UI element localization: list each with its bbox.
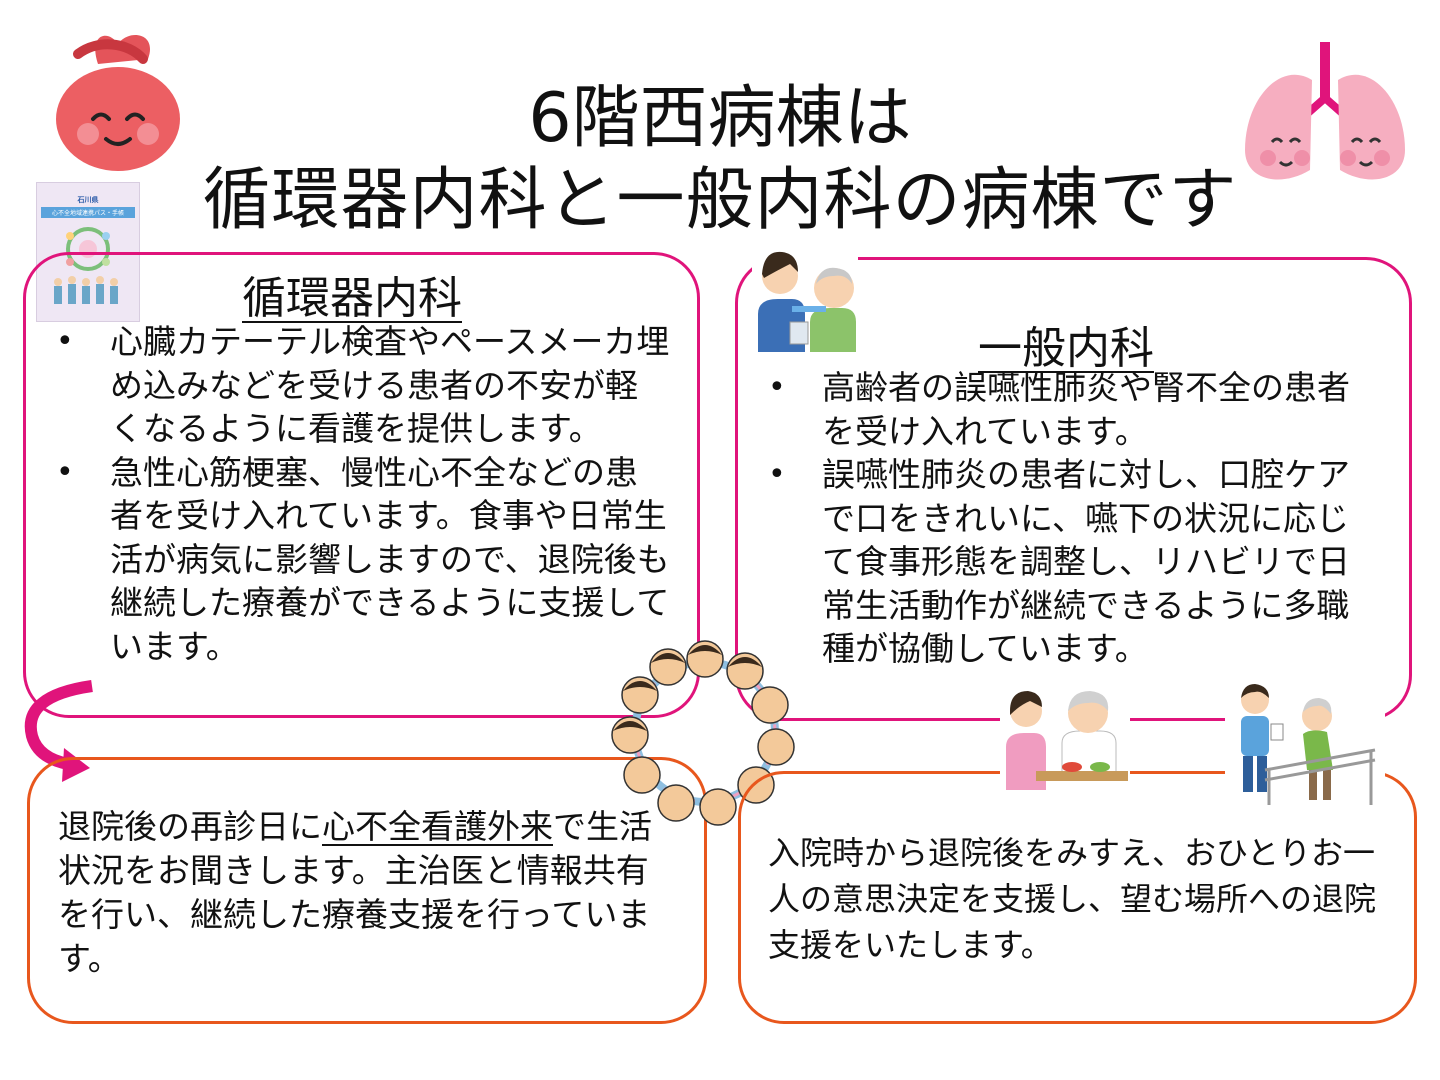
outpatient-text: 退院後の再診日に心不全看護外来で生活状況をお聞きします。主治医と情報共有を行い、… <box>58 805 670 981</box>
list-item: 誤嚥性肺炎の患者に対し、口腔ケアで口をきれいに、嚥下の状況に応じて食事形態を調整… <box>768 453 1372 671</box>
cardiology-panel <box>23 252 700 718</box>
outpatient-text-pre: 退院後の再診日に <box>58 807 322 846</box>
caregiver-feeding-icon <box>1000 685 1130 790</box>
lungs-character-icon <box>1245 42 1405 180</box>
heart-failure-clinic-name: 心不全看護外来 <box>322 807 553 846</box>
heart-character-icon <box>56 35 180 171</box>
list-item: 高齢者の誤嚥性肺炎や腎不全の患者を受け入れています。 <box>768 366 1372 453</box>
general-medicine-bullet-list: 高齢者の誤嚥性肺炎や腎不全の患者を受け入れています。 誤嚥性肺炎の患者に対し、口… <box>768 366 1372 671</box>
booklet-title: 心不全地域連携パス・手帳 <box>41 207 135 218</box>
page-title-line2: 循環器内科と一般内科の病棟です <box>202 161 1238 240</box>
booklet-prefecture: 石川県 <box>77 196 99 204</box>
outpatient-panel <box>27 757 707 1024</box>
list-item: 急性心筋梗塞、慢性心不全などの患者を受け入れています。食事や日常生活が病気に影響… <box>56 451 670 669</box>
list-item: 心臓カテーテル検査やペースメーカ埋め込みなどを受ける患者の不安が軽くなるように看… <box>56 320 670 451</box>
cardiology-heading: 循環器内科 <box>242 262 462 326</box>
page-title-line1: 6階西病棟は <box>528 79 912 158</box>
cardiology-bullet-list: 心臓カテーテル検査やペースメーカ埋め込みなどを受ける患者の不安が軽くなるように看… <box>56 320 670 669</box>
nurse-brushing-teeth-icon <box>752 246 858 352</box>
outpatient-text-post: で生活状況をお聞きします。主治医と情報共有を行い、継続した療養支援を行っています… <box>58 807 652 978</box>
discharge-support-text: 入院時から退院後をみすえ、おひとりお一人の意思決定を支援し、望む場所への退院支援… <box>768 834 1377 964</box>
rehab-walking-icon <box>1225 680 1385 805</box>
team-circle-icon <box>611 640 795 826</box>
